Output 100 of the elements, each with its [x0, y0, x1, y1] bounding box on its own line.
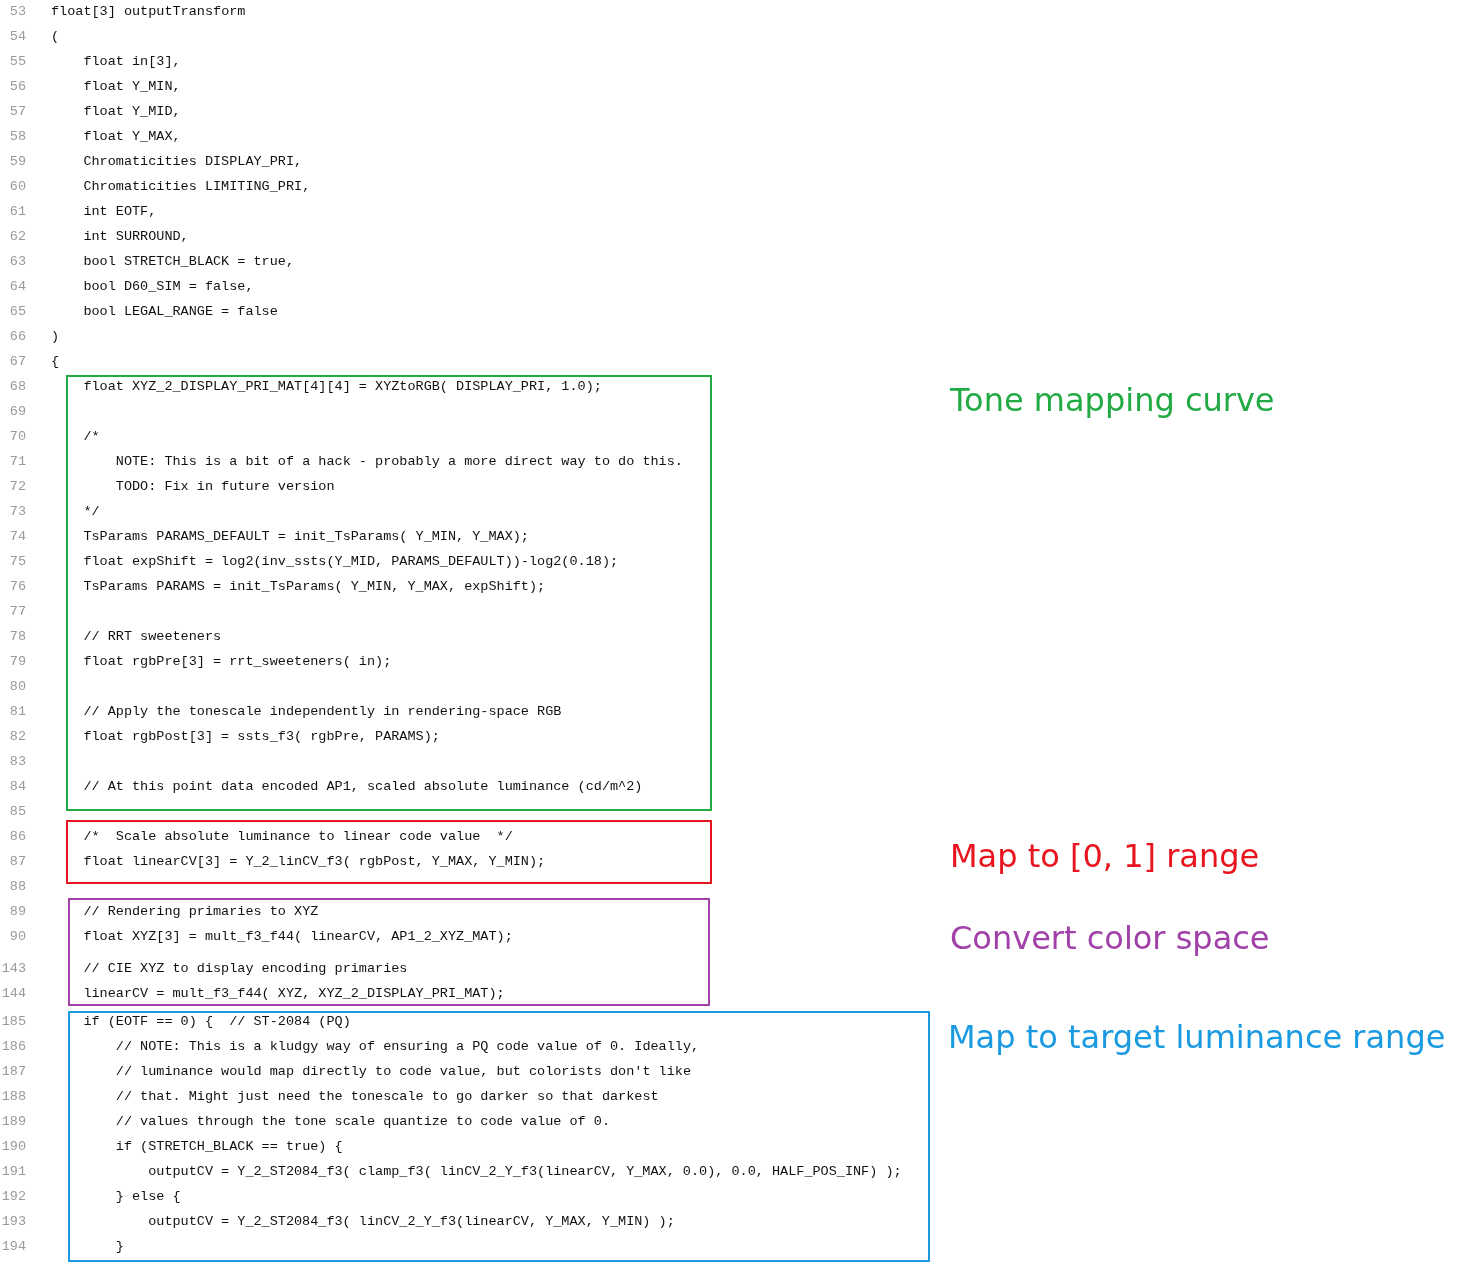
code-line: TsParams PARAMS = init_TsParams( Y_MIN, Y_MAX, expShift);	[83, 578, 546, 596]
line-number: 85	[8, 803, 26, 821]
highlight-box	[68, 898, 710, 1006]
line-number: 83	[8, 753, 26, 771]
highlight-box	[66, 375, 712, 811]
code-line: float linearCV[3] = Y_2_linCV_f3( rgbPost, Y_MAX, Y_MIN);	[83, 853, 546, 871]
code-line: float Y_MAX,	[83, 128, 181, 146]
code-line: /* Scale absolute luminance to linear code value */	[83, 828, 513, 846]
code-line: bool STRETCH_BLACK = true,	[83, 253, 295, 271]
code-line: } else {	[115, 1188, 181, 1206]
code-line: float expShift = log2(inv_ssts(Y_MID, PARAMS_DEFAULT))-log2(0.18);	[83, 553, 619, 571]
line-number: 75	[8, 553, 26, 571]
code-line: Chromaticities DISPLAY_PRI,	[83, 153, 303, 171]
line-number: 143	[0, 960, 26, 978]
line-number: 188	[0, 1088, 26, 1106]
code-line: float in[3],	[83, 53, 181, 71]
line-number: 194	[0, 1238, 26, 1256]
code-line: linearCV = mult_f3_f44( XYZ, XYZ_2_DISPLAY_PRI_MAT);	[83, 985, 505, 1003]
code-line: outputCV = Y_2_ST2084_f3( linCV_2_Y_f3(linearCV, Y_MAX, Y_MIN) );	[148, 1213, 675, 1231]
code-line: float rgbPre[3] = rrt_sweeteners( in);	[83, 653, 392, 671]
line-number: 54	[8, 28, 26, 46]
line-number: 192	[0, 1188, 26, 1206]
line-number: 189	[0, 1113, 26, 1131]
code-line: // values through the tone scale quantize to code value of 0.	[115, 1113, 610, 1131]
code-line: float[3] outputTransform	[51, 3, 246, 21]
line-number: 64	[8, 278, 26, 296]
line-number: 144	[0, 985, 26, 1003]
line-number: 56	[8, 78, 26, 96]
line-number: 62	[8, 228, 26, 246]
code-line: /*	[83, 428, 100, 446]
annotation-text: Convert color space	[950, 918, 1270, 958]
code-line: int EOTF,	[83, 203, 157, 221]
line-number: 53	[8, 3, 26, 21]
line-number: 71	[8, 453, 26, 471]
line-number: 87	[8, 853, 26, 871]
line-number: 74	[8, 528, 26, 546]
code-line: (	[51, 28, 60, 46]
code-line: Chromaticities LIMITING_PRI,	[83, 178, 311, 196]
code-line: if (EOTF == 0) { // ST-2084 (PQ)	[83, 1013, 351, 1031]
code-line: // CIE XYZ to display encoding primaries	[83, 960, 408, 978]
line-number: 76	[8, 578, 26, 596]
line-number: 55	[8, 53, 26, 71]
annotation-text: Tone mapping curve	[950, 380, 1275, 420]
line-number: 82	[8, 728, 26, 746]
code-line: outputCV = Y_2_ST2084_f3( clamp_f3( linCV_2_Y_f3(linearCV, Y_MAX, 0.0), 0.0, HALF_POS_INF) );	[148, 1163, 902, 1181]
line-number: 66	[8, 328, 26, 346]
line-number: 69	[8, 403, 26, 421]
code-line: // NOTE: This is a kludgy way of ensuring a PQ code value of 0. Ideally,	[115, 1038, 700, 1056]
code-line: int SURROUND,	[83, 228, 189, 246]
line-number: 89	[8, 903, 26, 921]
code-line: if (STRETCH_BLACK == true) {	[115, 1138, 343, 1156]
code-line: // Rendering primaries to XYZ	[83, 903, 319, 921]
line-number: 73	[8, 503, 26, 521]
line-number: 79	[8, 653, 26, 671]
line-number: 60	[8, 178, 26, 196]
line-number: 193	[0, 1213, 26, 1231]
code-line: NOTE: This is a bit of a hack - probably a more direct way to do this.	[115, 453, 683, 471]
line-number: 70	[8, 428, 26, 446]
code-line: // that. Might just need the tonescale to go darker so that darkest	[115, 1088, 659, 1106]
code-line: float XYZ[3] = mult_f3_f44( linearCV, AP1_2_XYZ_MAT);	[83, 928, 513, 946]
code-line: */	[83, 503, 100, 521]
code-line: bool D60_SIM = false,	[83, 278, 254, 296]
line-number: 59	[8, 153, 26, 171]
line-number: 58	[8, 128, 26, 146]
line-number: 81	[8, 703, 26, 721]
line-number: 65	[8, 303, 26, 321]
code-line: // luminance would map directly to code value, but colorists don't like	[115, 1063, 691, 1081]
annotation-text: Map to [0, 1] range	[950, 836, 1260, 876]
line-number: 190	[0, 1138, 26, 1156]
code-line: )	[51, 328, 60, 346]
code-line: bool LEGAL_RANGE = false	[83, 303, 278, 321]
code-line: float Y_MID,	[83, 103, 181, 121]
code-line: TsParams PARAMS_DEFAULT = init_TsParams( Y_MIN, Y_MAX);	[83, 528, 529, 546]
line-number: 57	[8, 103, 26, 121]
line-number: 63	[8, 253, 26, 271]
line-number: 72	[8, 478, 26, 496]
highlight-box	[66, 820, 712, 884]
line-number: 78	[8, 628, 26, 646]
code-line: // Apply the tonescale independently in rendering-space RGB	[83, 703, 562, 721]
line-number: 90	[8, 928, 26, 946]
code-line: float Y_MIN,	[83, 78, 181, 96]
code-line: }	[115, 1238, 124, 1256]
line-number: 88	[8, 878, 26, 896]
highlight-box	[68, 1011, 930, 1262]
line-number: 67	[8, 353, 26, 371]
line-number: 187	[0, 1063, 26, 1081]
line-number: 80	[8, 678, 26, 696]
line-number: 84	[8, 778, 26, 796]
code-line: // RRT sweeteners	[83, 628, 222, 646]
line-number: 68	[8, 378, 26, 396]
line-number: 186	[0, 1038, 26, 1056]
code-line: TODO: Fix in future version	[115, 478, 335, 496]
code-line: float rgbPost[3] = ssts_f3( rgbPre, PARAMS);	[83, 728, 440, 746]
annotation-text: Map to target luminance range	[948, 1017, 1446, 1057]
code-line: // At this point data encoded AP1, scaled absolute luminance (cd/m^2)	[83, 778, 643, 796]
line-number: 77	[8, 603, 26, 621]
line-number: 191	[0, 1163, 26, 1181]
line-number: 61	[8, 203, 26, 221]
code-line: float XYZ_2_DISPLAY_PRI_MAT[4][4] = XYZtoRGB( DISPLAY_PRI, 1.0);	[83, 378, 602, 396]
line-number: 185	[0, 1013, 26, 1031]
